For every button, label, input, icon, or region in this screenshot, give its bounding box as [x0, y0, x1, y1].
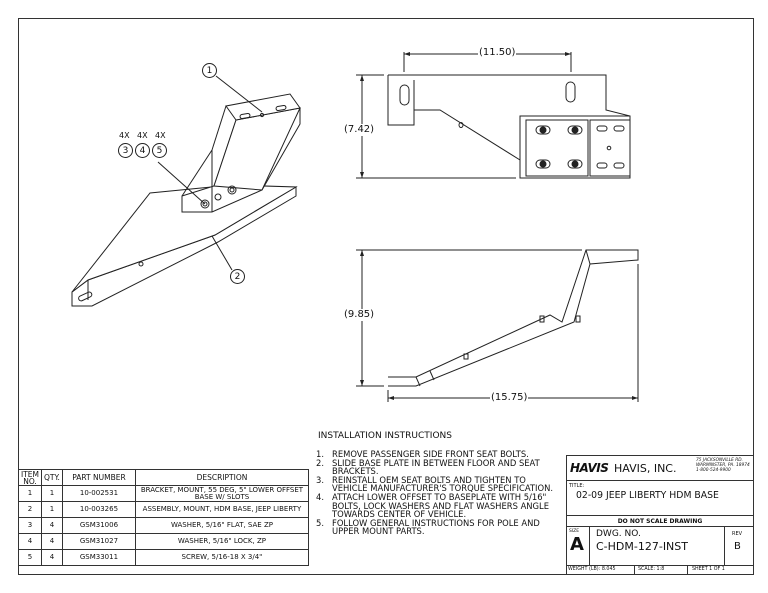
bom-cell: 3 [17, 517, 43, 534]
bom-cell: 4 [41, 533, 63, 550]
dwg-no-label: DWG. NO. [596, 529, 641, 539]
drawing-number: C-HDM-127-INST [596, 540, 688, 553]
bom-cell: ASSEMBLY, MOUNT, HDM BASE, JEEP LIBERTY [134, 501, 309, 518]
bom-cell: 1 [41, 485, 63, 502]
balloon-item-2: 2 [230, 269, 245, 284]
list-item: 5.FOLLOW GENERAL INSTRUCTIONS FOR POLE A… [316, 517, 540, 537]
company-address-1: 75 JACKSONVILLE RD. [696, 458, 743, 463]
title-label: TITLE: [569, 483, 585, 489]
table-row: 1 1 10-002531 BRACKET, MOUNT, 55 DEG, 5"… [17, 485, 309, 502]
qty-label-3: 4X [119, 131, 130, 140]
qty-label-5: 4X [155, 131, 166, 140]
bom-cell: WASHER, 5/16" LOCK, ZP [134, 533, 309, 550]
dim-height-top: (7.42) [343, 124, 376, 136]
dim-height-side: (9.85) [343, 309, 376, 321]
bom-cell: 5 [17, 549, 43, 566]
company-name: HAVIS, INC. [614, 462, 677, 475]
table-row: 4 4 GSM31027 WASHER, 5/16" LOCK, ZP [17, 533, 309, 550]
bom-cell: 2 [17, 501, 43, 518]
bom-header-qty: QTY. [41, 469, 63, 486]
bom-cell: 1 [41, 501, 63, 518]
dimension-arrows [360, 52, 638, 400]
dim-width-top: (11.50) [478, 47, 517, 59]
list-item: 3.REINSTALL OEM SEAT BOLTS AND TIGHTEN T… [316, 474, 554, 494]
table-row: 3 4 GSM31006 WASHER, 5/16" FLAT, SAE ZP [17, 517, 309, 534]
balloon-item-4: 4 [135, 143, 150, 158]
top-view [356, 52, 631, 179]
bom-cell: SCREW, 5/16-18 X 3/4" [134, 549, 309, 566]
sheet-number: SHEET 1 OF 1 [692, 567, 725, 572]
havis-logo: HAVIS [570, 461, 609, 475]
sheet-size: A [570, 534, 584, 555]
size-label: SIZE [569, 529, 580, 534]
bom-header-row: ITEM NO. QTY. PART NUMBER DESCRIPTION [17, 469, 309, 486]
table-row: 5 4 GSM33011 SCREW, 5/16-18 X 3/4" [17, 549, 309, 566]
bom-cell: GSM31027 [61, 533, 136, 550]
balloon-item-3: 3 [118, 143, 133, 158]
balloon-item-5: 5 [152, 143, 167, 158]
instructions-list: 1.REMOVE PASSENGER SIDE FRONT SEAT BOLTS… [316, 450, 564, 536]
bom-cell: 10-002531 [61, 485, 136, 502]
rev-label: REV [732, 531, 743, 537]
list-item: 2.SLIDE BASE PLATE IN BETWEEN FLOOR AND … [316, 457, 540, 477]
drawing-frame [18, 18, 754, 575]
revision: B [734, 541, 741, 552]
company-address-2: WARMINSTER, PA. 18974 [696, 463, 750, 468]
balloon-item-1: 1 [202, 63, 217, 78]
no-scale-note: DO NOT SCALE DRAWING [566, 515, 754, 527]
bom-cell: WASHER, 5/16" FLAT, SAE ZP [134, 517, 309, 534]
isometric-view [71, 75, 301, 307]
bom-cell: 10-003265 [61, 501, 136, 518]
bom-cell: GSM33011 [61, 549, 136, 566]
qty-label-4: 4X [137, 131, 148, 140]
bom-cell: 4 [41, 517, 63, 534]
weight: WEIGHT (LB): 8.045 [568, 567, 616, 572]
dim-width-side: (15.75) [490, 392, 529, 404]
company-phone: 1-800-524-9900 [696, 468, 731, 473]
side-view [356, 249, 639, 402]
bom-cell: GSM31006 [61, 517, 136, 534]
bom-header-part: PART NUMBER [61, 469, 136, 486]
bom-cell: 1 [17, 485, 43, 502]
scale: SCALE: 1:8 [638, 567, 665, 572]
bom-header-item: ITEM NO. [17, 469, 43, 486]
table-row: 2 1 10-003265 ASSEMBLY, MOUNT, HDM BASE,… [17, 501, 309, 518]
bom-header-description: DESCRIPTION [134, 469, 309, 486]
bill-of-materials: ITEM NO. QTY. PART NUMBER DESCRIPTION 1 … [17, 469, 309, 566]
bom-cell: 4 [41, 549, 63, 566]
list-item: 1.REMOVE PASSENGER SIDE FRONT SEAT BOLTS… [316, 449, 529, 459]
bom-cell: BRACKET, MOUNT, 55 DEG, 5" LOWER OFFSET … [134, 485, 309, 502]
title-block: HAVIS HAVIS, INC. 75 JACKSONVILLE RD. WA… [566, 455, 754, 575]
drawing-title: 02-09 JEEP LIBERTY HDM BASE [576, 490, 719, 501]
instructions-title: INSTALLATION INSTRUCTIONS [318, 431, 452, 441]
bom-cell: 4 [17, 533, 43, 550]
list-item: 4.ATTACH LOWER OFFSET TO BASEPLATE WITH … [316, 491, 550, 520]
